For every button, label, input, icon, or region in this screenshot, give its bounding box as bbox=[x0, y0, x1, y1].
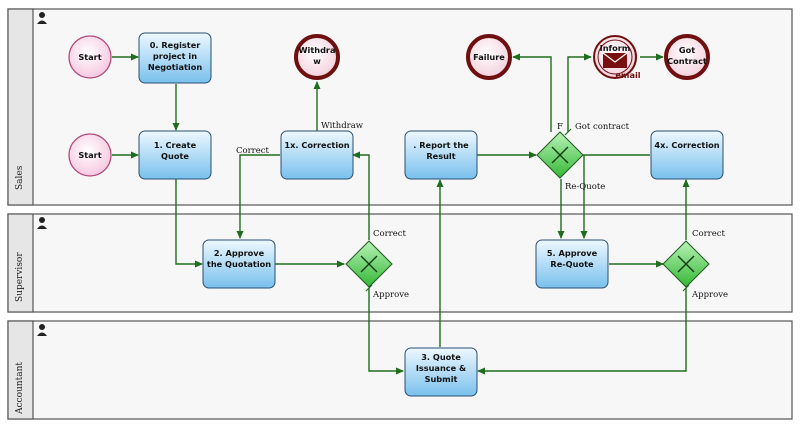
end-event-got-contract[interactable]: Got Contract bbox=[664, 34, 710, 80]
flow-gw2-inform bbox=[564, 53, 592, 136]
end-event-failure[interactable]: Failure bbox=[466, 34, 512, 80]
flow-label-got-contract: Got contract bbox=[575, 122, 630, 132]
flow-gw2-failure bbox=[512, 53, 552, 132]
flow-gw1-correction1 bbox=[352, 151, 370, 240]
gateway-x-icon bbox=[360, 255, 378, 273]
envelope-icon bbox=[602, 52, 628, 68]
flow-label-approve: Approve bbox=[372, 290, 409, 300]
start-event-label: Start bbox=[78, 52, 101, 62]
end-event-label: Withdra bbox=[298, 45, 335, 55]
start-event[interactable]: Start bbox=[68, 35, 112, 79]
task-quote-issuance[interactable]: 3. Quote Issuance & Submit bbox=[404, 347, 478, 397]
exclusive-gateway-3[interactable] bbox=[662, 240, 710, 288]
end-event-label: w bbox=[313, 56, 321, 66]
task-label: Issuance & bbox=[416, 363, 466, 373]
exclusive-gateway-1[interactable] bbox=[345, 240, 393, 288]
event-sub-label: email bbox=[615, 70, 640, 80]
flow-label-correct: Correct bbox=[692, 229, 726, 239]
task-label: . Report the bbox=[413, 140, 469, 150]
start-event-label: Start bbox=[78, 150, 101, 160]
flow-create-approve bbox=[175, 179, 203, 268]
sequence-flows bbox=[112, 53, 690, 375]
event-label: Inform bbox=[600, 43, 631, 53]
flow-gw1-issuance bbox=[365, 284, 404, 375]
flow-correction4-requote bbox=[580, 154, 650, 239]
task-label: Quote bbox=[161, 151, 189, 161]
task-approve-requote[interactable]: 5. Approve Re-Quote bbox=[535, 239, 609, 289]
flow-label-withdraw: Withdraw bbox=[321, 121, 364, 131]
end-event-label: Failure bbox=[473, 52, 505, 62]
flow-label-requote: Re-Quote bbox=[565, 182, 605, 192]
lane-label-sales: Sales bbox=[15, 165, 25, 190]
task-correction-1x[interactable]: 1x. Correction bbox=[280, 130, 354, 180]
lane-person-icon bbox=[37, 217, 47, 229]
task-label: 4x. Correction bbox=[654, 140, 719, 150]
flow-label-approve: Approve bbox=[691, 290, 728, 300]
task-label: project in bbox=[153, 51, 197, 61]
start-event[interactable]: Start bbox=[68, 133, 112, 177]
task-label: 0. Register bbox=[150, 40, 202, 50]
end-event-withdraw[interactable]: Withdra w bbox=[294, 34, 340, 80]
task-label: 1x. Correction bbox=[284, 140, 349, 150]
gateway-x-icon bbox=[551, 146, 569, 164]
end-event-label: Contract bbox=[667, 56, 707, 66]
flow-labels: Withdraw Correct Correct Approve F Got c… bbox=[236, 121, 728, 300]
flow-label-correct: Correct bbox=[373, 229, 407, 239]
lane-label-supervisor: Supervisor bbox=[15, 252, 25, 302]
task-register-project[interactable]: 0. Register project in Negotiation bbox=[138, 32, 212, 84]
flow-label-correct: Correct bbox=[236, 146, 270, 156]
lane-person-icon bbox=[37, 324, 47, 336]
task-report-result[interactable]: . Report the Result bbox=[404, 130, 478, 180]
end-event-label: Got bbox=[679, 45, 695, 55]
flow-correction1-approve bbox=[236, 154, 280, 239]
task-approve-quotation[interactable]: 2. Approve the Quotation bbox=[202, 239, 276, 289]
lane-person-icon bbox=[37, 12, 47, 24]
message-event-inform[interactable]: Inform email bbox=[593, 35, 641, 80]
gateway-x-icon bbox=[677, 255, 695, 273]
lane-accountant: Accountant bbox=[7, 320, 793, 420]
task-label: the Quotation bbox=[207, 259, 271, 269]
task-label: Negotiation bbox=[148, 62, 202, 72]
task-label: 3. Quote bbox=[421, 352, 461, 362]
task-label: 2. Approve bbox=[214, 248, 265, 258]
task-label: 1. Create bbox=[154, 140, 197, 150]
task-label: Submit bbox=[425, 374, 458, 384]
task-label: 5. Approve bbox=[547, 248, 598, 258]
task-create-quote[interactable]: 1. Create Quote bbox=[138, 130, 212, 180]
task-label: Re-Quote bbox=[550, 259, 594, 269]
flow-gw3-issuance bbox=[477, 284, 690, 375]
task-correction-4x[interactable]: 4x. Correction bbox=[650, 130, 724, 180]
exclusive-gateway-2[interactable] bbox=[536, 131, 584, 179]
flow-label-failure: F bbox=[557, 122, 563, 132]
task-label: Result bbox=[426, 151, 455, 161]
lane-label-accountant: Accountant bbox=[15, 362, 25, 415]
